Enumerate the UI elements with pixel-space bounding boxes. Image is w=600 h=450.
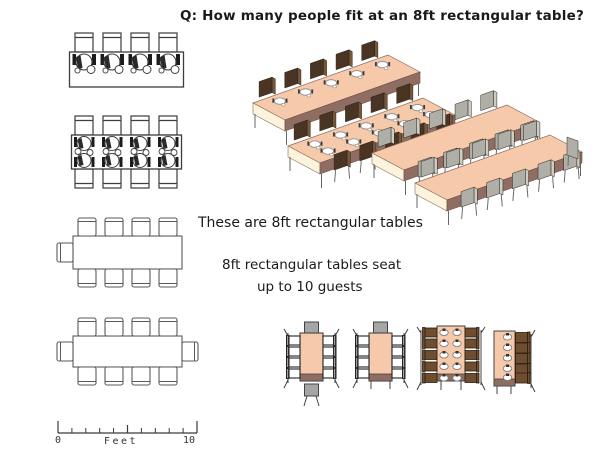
caption-seat-line2: up to 10 guests (257, 279, 363, 295)
ruler-end-label: 10 (183, 435, 196, 446)
ruler-unit-label: Feet (104, 436, 139, 447)
plan-table-set-one-side (68, 32, 185, 88)
scale-ruler (57, 421, 198, 434)
plan-table-10-chairs (56, 317, 199, 386)
ruler-start-label: 0 (55, 435, 62, 446)
page-title: Q: How many people fit at an 8ft rectang… (180, 8, 585, 24)
small-table-head-and-foot (283, 321, 340, 407)
plan-table-set-both-sides (70, 115, 183, 189)
small-table-head-only (352, 321, 409, 389)
caption-seat-line1: 8ft rectangular tables seat (222, 257, 402, 273)
caption-these-are: These are 8ft rectangular tables (198, 215, 423, 231)
iso-table-empty-2 (414, 120, 583, 225)
plan-table-9-chairs (56, 217, 183, 288)
iso-table-set-one-side (252, 40, 421, 145)
small-table-fully-set (416, 325, 486, 391)
small-table-set-one-side (493, 329, 536, 394)
